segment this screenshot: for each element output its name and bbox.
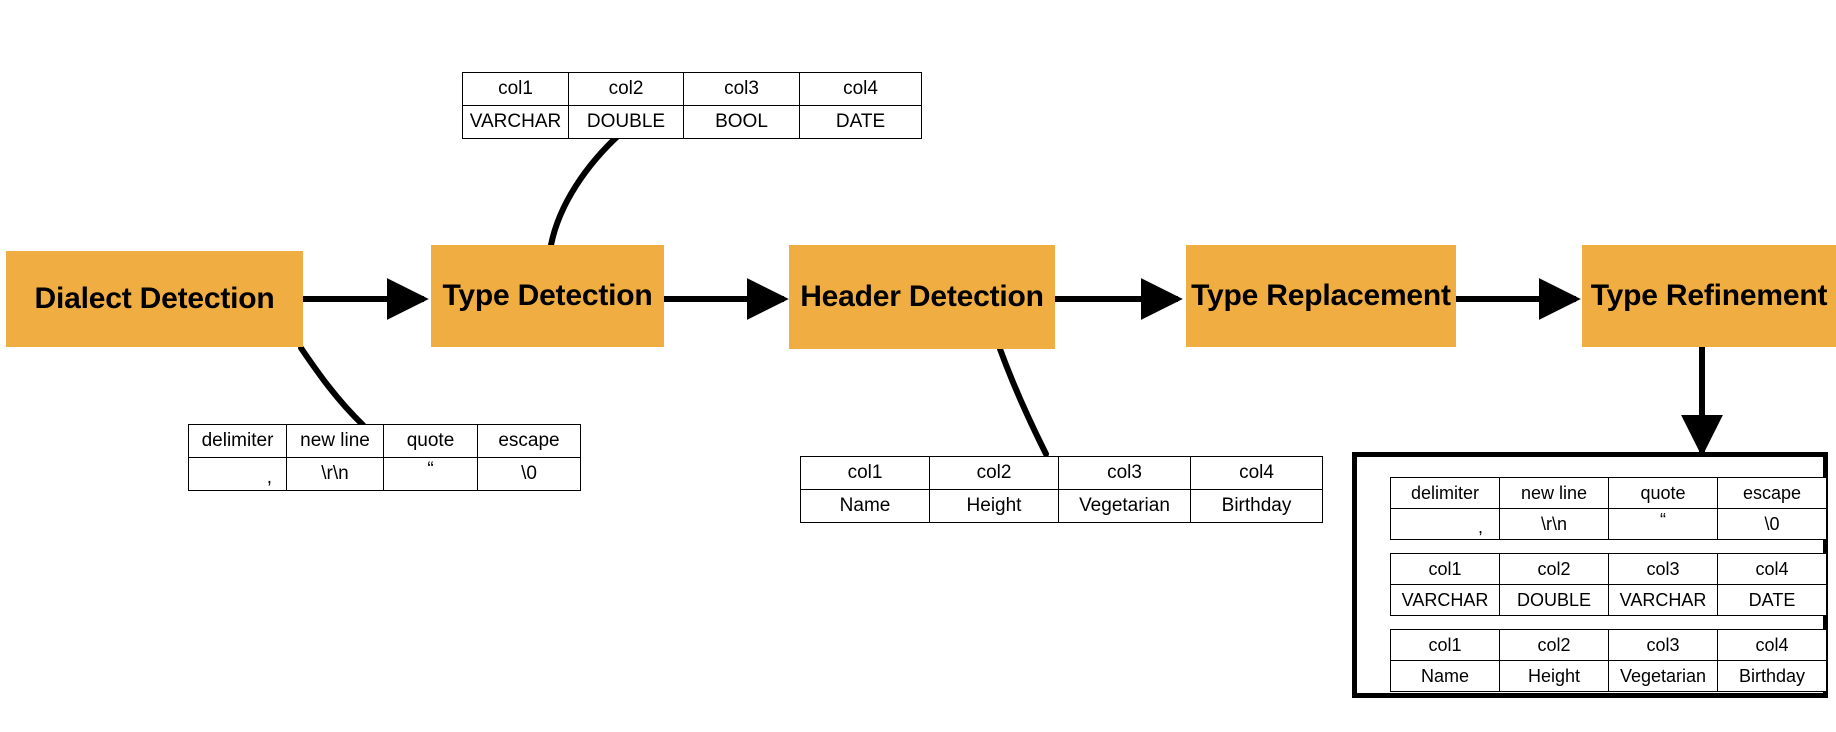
table-cell: Height bbox=[929, 489, 1059, 523]
table-cell: col3 bbox=[1608, 553, 1718, 585]
table-cell: col4 bbox=[1190, 456, 1323, 490]
table-cell: VARCHAR bbox=[1390, 584, 1500, 616]
table-cell: Birthday bbox=[1717, 660, 1827, 692]
table-cell: \0 bbox=[477, 457, 581, 491]
table-cell: col2 bbox=[568, 72, 684, 106]
table-cell: Name bbox=[800, 489, 930, 523]
table-cell: delimiter bbox=[1390, 477, 1500, 509]
detected-types-table: col1 col2 col3 col4 VARCHAR DOUBLE BOOL … bbox=[462, 72, 922, 139]
stage-label: Header Detection bbox=[800, 280, 1044, 313]
stage-type-detection[interactable]: Type Detection bbox=[431, 245, 664, 347]
table-cell: \r\n bbox=[1499, 508, 1609, 540]
table-row-values: Name Height Vegetarian Birthday bbox=[800, 489, 1323, 523]
table-cell: quote bbox=[1608, 477, 1718, 509]
table-cell: quote bbox=[383, 424, 478, 458]
table-cell: new line bbox=[1499, 477, 1609, 509]
table-cell: col3 bbox=[1608, 629, 1718, 661]
table-cell: col1 bbox=[462, 72, 569, 106]
table-row-header: col1 col2 col3 col4 bbox=[1390, 629, 1827, 661]
stage-type-refinement[interactable]: Type Refinement bbox=[1582, 245, 1836, 347]
table-cell: DATE bbox=[799, 105, 922, 139]
table-cell: DATE bbox=[1717, 584, 1827, 616]
table-cell: DOUBLE bbox=[1499, 584, 1609, 616]
table-cell: col2 bbox=[929, 456, 1059, 490]
table-cell: VARCHAR bbox=[462, 105, 569, 139]
detected-header-table: col1 col2 col3 col4 Name Height Vegetari… bbox=[800, 456, 1323, 523]
stage-label: Type Replacement bbox=[1191, 279, 1451, 312]
table-cell: Vegetarian bbox=[1608, 660, 1718, 692]
table-cell: Name bbox=[1390, 660, 1500, 692]
table-row-values: Name Height Vegetarian Birthday bbox=[1390, 660, 1827, 692]
stage-dialect-detection[interactable]: Dialect Detection bbox=[6, 251, 303, 347]
table-cell: BOOL bbox=[683, 105, 800, 139]
table-cell: Vegetarian bbox=[1058, 489, 1191, 523]
table-cell: , bbox=[1390, 508, 1500, 540]
table-cell: col1 bbox=[800, 456, 930, 490]
table-cell: Birthday bbox=[1190, 489, 1323, 523]
table-cell: escape bbox=[1717, 477, 1827, 509]
table-cell: col4 bbox=[1717, 629, 1827, 661]
table-cell: col1 bbox=[1390, 553, 1500, 585]
result-types-table: col1 col2 col3 col4 VARCHAR DOUBLE VARCH… bbox=[1390, 553, 1827, 616]
table-row-values: VARCHAR DOUBLE VARCHAR DATE bbox=[1390, 584, 1827, 616]
table-row-values: , \r\n “ \0 bbox=[188, 457, 581, 491]
table-cell: \r\n bbox=[286, 457, 384, 491]
result-dialect-table: delimiter new line quote escape , \r\n “… bbox=[1390, 477, 1827, 540]
table-cell: col2 bbox=[1499, 629, 1609, 661]
final-result-box: delimiter new line quote escape , \r\n “… bbox=[1352, 452, 1828, 698]
table-cell: “ bbox=[383, 457, 478, 491]
stage-header-detection[interactable]: Header Detection bbox=[789, 245, 1055, 349]
curve-type-detection-to-table bbox=[548, 131, 623, 248]
table-cell: new line bbox=[286, 424, 384, 458]
table-cell: col3 bbox=[1058, 456, 1191, 490]
table-cell: col4 bbox=[799, 72, 922, 106]
stage-type-replacement[interactable]: Type Replacement bbox=[1186, 245, 1456, 347]
result-header-table: col1 col2 col3 col4 Name Height Vegetari… bbox=[1390, 629, 1827, 692]
table-cell: col2 bbox=[1499, 553, 1609, 585]
table-row-header: col1 col2 col3 col4 bbox=[1390, 553, 1827, 585]
table-row-header: delimiter new line quote escape bbox=[188, 424, 581, 458]
stage-label: Type Detection bbox=[442, 279, 653, 312]
table-cell: VARCHAR bbox=[1608, 584, 1718, 616]
table-row-values: VARCHAR DOUBLE BOOL DATE bbox=[462, 105, 922, 139]
stage-label: Type Refinement bbox=[1590, 279, 1828, 312]
table-cell: col3 bbox=[683, 72, 800, 106]
table-cell: delimiter bbox=[188, 424, 287, 458]
table-cell: escape bbox=[477, 424, 581, 458]
detected-dialect-table: delimiter new line quote escape , \r\n “… bbox=[188, 424, 581, 491]
table-cell: Height bbox=[1499, 660, 1609, 692]
table-row-header: col1 col2 col3 col4 bbox=[800, 456, 1323, 490]
table-cell: col4 bbox=[1717, 553, 1827, 585]
curve-dialect-detection-to-table bbox=[298, 345, 366, 428]
table-cell: “ bbox=[1608, 508, 1718, 540]
table-row-values: , \r\n “ \0 bbox=[1390, 508, 1827, 540]
table-cell: , bbox=[188, 457, 287, 491]
table-cell: \0 bbox=[1717, 508, 1827, 540]
table-cell: col1 bbox=[1390, 629, 1500, 661]
table-cell: DOUBLE bbox=[568, 105, 684, 139]
table-row-header: col1 col2 col3 col4 bbox=[462, 72, 922, 106]
table-row-header: delimiter new line quote escape bbox=[1390, 477, 1827, 509]
stage-label: Dialect Detection bbox=[34, 282, 275, 315]
curve-header-detection-to-table bbox=[997, 346, 1049, 457]
